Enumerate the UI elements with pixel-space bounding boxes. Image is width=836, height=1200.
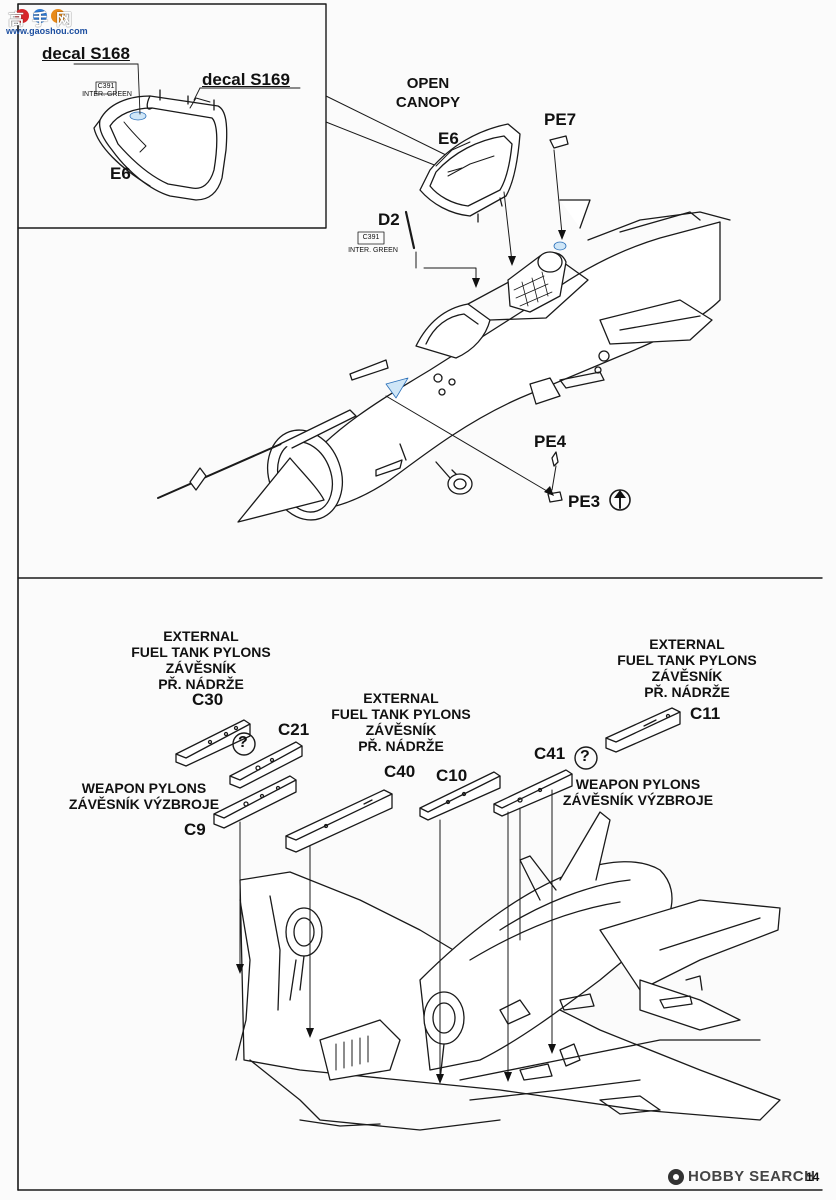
- inset-canopy-frame-e6: [93, 89, 228, 201]
- ext-right-line2: FUEL TANK PYLONS: [617, 652, 757, 668]
- part-c10-label: C10: [436, 766, 468, 785]
- part-c30-label: C30: [192, 690, 224, 709]
- ext-left-line4: PŘ. NÁDRŽE: [158, 676, 244, 692]
- external-fuel-right: EXTERNAL FUEL TANK PYLONS ZÁVĚSNÍK PŘ. N…: [612, 636, 762, 700]
- watermark-url: www.gaoshou.com: [6, 26, 88, 36]
- question-mark-right: ?: [580, 748, 590, 765]
- detail-inset-frame: [17, 3, 453, 229]
- part-pe3-label: PE3: [568, 492, 601, 511]
- ext-mid-line1: EXTERNAL: [363, 690, 439, 706]
- bottom-assembly-arrows: [239, 789, 553, 1079]
- ext-left-line1: EXTERNAL: [163, 628, 239, 644]
- pylon-c9: [213, 775, 297, 829]
- part-c40-label: C40: [384, 762, 416, 781]
- pe3-flip-icon: [609, 489, 631, 511]
- pylon-c30: [175, 719, 251, 767]
- external-fuel-left: EXTERNAL FUEL TANK PYLONS ZÁVĚSNÍK PŘ. N…: [126, 628, 276, 692]
- part-pe4-shape: [551, 451, 559, 467]
- pylon-c40: [285, 789, 393, 853]
- aircraft-underside-view: [235, 811, 781, 1131]
- part-c9-label: C9: [184, 820, 206, 839]
- decal-s168-label: decal S168: [42, 44, 130, 63]
- d2-color-name: INTER. GREEN: [348, 247, 398, 254]
- page-number: 14: [806, 1170, 820, 1184]
- inset-part-e6: E6: [110, 164, 131, 183]
- pylon-c41: [493, 769, 573, 817]
- ext-mid-line2: FUEL TANK PYLONS: [331, 706, 471, 722]
- open-canopy-line1: OPEN: [406, 75, 450, 92]
- inset-color-name: INTER. GREEN: [82, 91, 132, 98]
- top-arrowheads: [472, 230, 566, 496]
- aircraft-nose-view: [157, 199, 731, 523]
- decal-s169-label: decal S169: [202, 70, 290, 89]
- part-pe7-label: PE7: [544, 110, 577, 129]
- question-mark-left: ?: [238, 734, 248, 751]
- open-canopy-line2: CANOPY: [395, 94, 461, 111]
- watermark-logo-text: 高手网: [8, 12, 81, 29]
- part-d2-rod: [404, 210, 416, 250]
- ext-mid-line4: PŘ. NÁDRŽE: [358, 738, 444, 754]
- open-canopy-e6: [419, 123, 521, 223]
- ext-right-line3: ZÁVĚSNÍK: [651, 668, 723, 684]
- weapon-right-line1: WEAPON PYLONS: [575, 776, 701, 792]
- hobby-search-logo-mark: [668, 1169, 684, 1185]
- ext-left-line3: ZÁVĚSNÍK: [165, 660, 237, 676]
- part-c21-label: C21: [278, 720, 310, 739]
- weapon-left-line2: ZÁVĚSNÍK VÝZBROJE: [68, 796, 220, 812]
- d2-color-swatch: [357, 231, 385, 245]
- bottom-arrowheads: [236, 964, 556, 1084]
- part-pe4-label: PE4: [534, 432, 567, 451]
- part-c11-label: C11: [690, 704, 721, 723]
- inset-leaders: [73, 63, 301, 115]
- pylon-c11: [605, 707, 681, 753]
- ext-right-line4: PŘ. NÁDRŽE: [644, 684, 730, 700]
- gaoshou-logo-mark: [15, 9, 65, 23]
- weapon-pylons-left: WEAPON PYLONS ZÁVĚSNÍK VÝZBROJE: [54, 780, 234, 812]
- weapon-left-line1: WEAPON PYLONS: [81, 780, 207, 796]
- pylon-c21: [229, 741, 303, 789]
- ext-mid-line3: ZÁVĚSNÍK: [365, 722, 437, 738]
- part-d2-label: D2: [378, 210, 400, 229]
- weapon-pylons-right: WEAPON PYLONS ZÁVĚSNÍK VÝZBROJE: [548, 776, 728, 808]
- inset-color-code: C391: [97, 83, 115, 90]
- external-fuel-mid: EXTERNAL FUEL TANK PYLONS ZÁVĚSNÍK PŘ. N…: [326, 690, 476, 754]
- d2-color-code: C391: [362, 234, 380, 241]
- pylon-c10: [419, 771, 501, 821]
- ext-right-line1: EXTERNAL: [649, 636, 725, 652]
- ext-left-line2: FUEL TANK PYLONS: [131, 644, 271, 660]
- question-icons: [232, 732, 598, 770]
- weapon-right-line2: ZÁVĚSNÍK VÝZBROJE: [562, 792, 714, 808]
- part-pe7-shape: [549, 135, 569, 149]
- hobby-search-watermark: HOBBY SEARCH: [688, 1168, 816, 1185]
- part-e6-label: E6: [438, 129, 459, 148]
- top-assembly-arrows: [385, 149, 563, 495]
- part-c41-label: C41: [534, 744, 566, 763]
